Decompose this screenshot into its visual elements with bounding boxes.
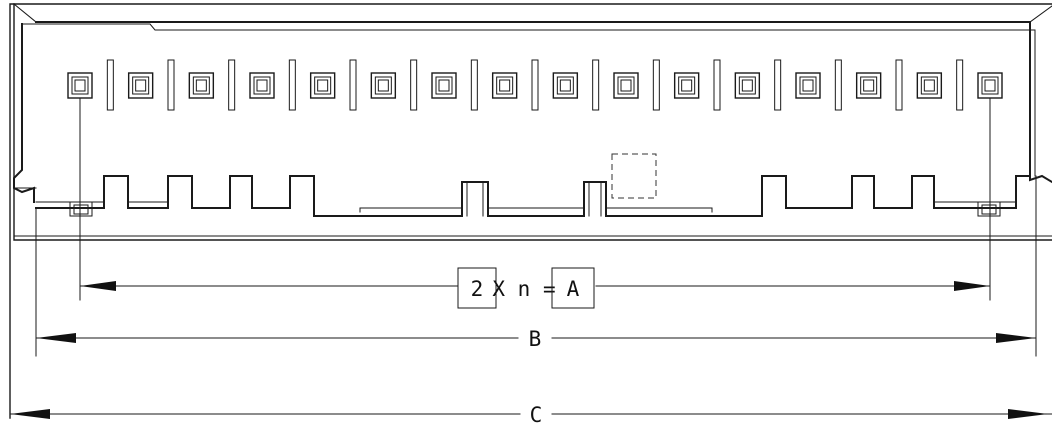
- contact-terminal: [738, 76, 756, 95]
- separator-rib: [956, 59, 964, 111]
- contact-pin: [135, 79, 147, 92]
- contact-pin: [681, 79, 693, 92]
- contact-terminal: [920, 76, 938, 95]
- dimension-c: C: [9, 403, 1052, 427]
- separator-rib: [834, 59, 842, 111]
- contact-cavity: [188, 72, 215, 99]
- separator-rib: [895, 59, 903, 111]
- contact-terminal: [556, 76, 574, 95]
- contact-cavity: [734, 72, 761, 99]
- separator-rib: [410, 59, 418, 111]
- separator-rib: [531, 59, 539, 111]
- contact-terminal: [799, 76, 817, 95]
- contact-cavity: [491, 72, 518, 99]
- contact-terminal: [192, 76, 210, 95]
- hidden-feature-outline: [611, 153, 657, 199]
- contact-pin: [256, 79, 268, 92]
- contact-terminal: [314, 76, 332, 95]
- separator-rib: [470, 59, 478, 111]
- contact-terminal: [981, 76, 999, 95]
- contact-terminal: [253, 76, 271, 95]
- contact-pin: [923, 79, 935, 92]
- contact-terminal: [678, 76, 696, 95]
- contact-terminal: [496, 76, 514, 95]
- contact-pin: [377, 79, 389, 92]
- separator-rib: [349, 59, 357, 111]
- contact-cavity: [613, 72, 639, 99]
- contact-pin: [741, 79, 753, 92]
- separator-rib: [652, 59, 660, 111]
- contact-terminal: [435, 76, 453, 95]
- contact-cavity: [431, 72, 457, 99]
- contact-cavity: [673, 72, 700, 99]
- contact-cavity: [552, 72, 579, 99]
- dimension-pitch: 2 X n = A: [79, 97, 991, 309]
- contact-cavity: [916, 72, 943, 99]
- pitch-expression: X n =: [492, 277, 555, 301]
- contact-pin: [863, 79, 875, 92]
- contact-terminal: [374, 76, 392, 95]
- contact-cavity: [249, 72, 275, 99]
- dimension-c-label: C: [530, 403, 543, 427]
- separator-rib: [713, 59, 721, 111]
- contact-pin: [620, 79, 632, 92]
- multiplier-label: 2: [471, 277, 484, 301]
- contact-cavity: [309, 72, 336, 99]
- contact-pin: [559, 79, 571, 92]
- separator-rib: [167, 59, 175, 111]
- contact-cavity: [855, 72, 882, 99]
- contact-terminal: [617, 76, 635, 95]
- contact-terminal: [860, 76, 878, 95]
- contact-cavity: [127, 72, 154, 99]
- contact-pin: [438, 79, 450, 92]
- result-box: [551, 267, 595, 309]
- contact-pin: [195, 79, 207, 92]
- dimension-b-label: B: [529, 327, 542, 351]
- contact-cavity: [795, 72, 821, 99]
- contact-pin: [802, 79, 814, 92]
- mating-face-profile: [35, 153, 1031, 217]
- multiplier-box: [457, 267, 497, 309]
- contact-terminal: [71, 76, 89, 95]
- dimension-a-label: A: [567, 277, 580, 301]
- contact-terminal: [132, 76, 150, 95]
- contact-row: [67, 59, 1003, 111]
- contact-pin: [74, 79, 86, 92]
- dimension-b: B: [35, 175, 1037, 357]
- separator-rib: [106, 59, 114, 111]
- separator-rib: [592, 59, 600, 111]
- separator-rib: [288, 59, 296, 111]
- separator-rib: [774, 59, 782, 111]
- contact-pin: [317, 79, 329, 92]
- housing-outline: [9, 3, 1052, 419]
- contact-pin: [499, 79, 511, 92]
- contact-cavity: [370, 72, 397, 99]
- separator-rib: [228, 59, 236, 111]
- contact-pin: [984, 79, 996, 92]
